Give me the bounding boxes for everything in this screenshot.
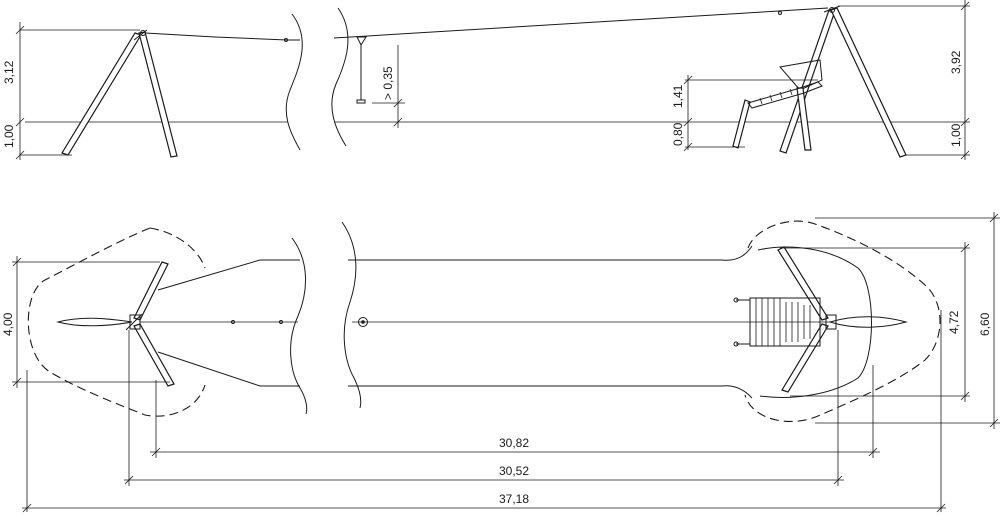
break-mark-plan-a [290, 237, 308, 415]
length-1-label: 30,82 [499, 436, 529, 450]
length-total-label: 37,18 [499, 492, 529, 506]
seat-height-label: 1,41 [671, 84, 685, 108]
safety-zone-right [744, 220, 941, 423]
run-corridor [157, 245, 872, 399]
length-dimensions: 30,82 30,52 37,18 [22, 310, 946, 513]
boarding-seat-plan [733, 297, 821, 347]
break-mark-side-a [285, 13, 303, 151]
clearance-dimension: > 0,35 [372, 45, 405, 128]
left-start-frame [61, 29, 178, 158]
left-frame-plan [56, 261, 175, 387]
seat-height-dimensions: 1,41 0,80 [671, 75, 818, 152]
width-left-label: 4,00 [1, 312, 15, 336]
cable-right [333, 7, 829, 39]
right-height-label: 3,92 [949, 50, 963, 74]
break-mark-side-b [331, 7, 349, 147]
plan-view: 4,00 4,72 6,60 [1, 212, 1000, 513]
right-end-frame [779, 5, 907, 158]
cable-left [144, 32, 300, 41]
hanger-trolley [356, 36, 367, 104]
right-height-dimensions: 3,92 1,00 [838, 0, 970, 160]
seat-base-label: 0,80 [671, 122, 685, 146]
clearance-label: > 0,35 [381, 66, 395, 100]
left-height-dimensions: 3,12 1,00 [2, 22, 140, 160]
trolley-plan-marker [358, 317, 368, 327]
right-base-label: 1,00 [949, 123, 963, 147]
right-frame-plan [777, 246, 908, 393]
width-dimension-left: 4,00 [1, 256, 170, 388]
left-height-label: 3,12 [2, 60, 16, 84]
length-2-label: 30,52 [499, 464, 529, 478]
left-base-label: 1,00 [2, 124, 16, 148]
side-view: > 0,35 3,12 1,00 [2, 0, 970, 160]
width-dimensions-right: 4,72 6,60 [780, 212, 1000, 429]
width-right-inner-label: 4,72 [947, 310, 961, 334]
width-right-outer-label: 6,60 [978, 312, 992, 336]
boarding-seat [732, 59, 823, 151]
break-mark-plan-b [341, 221, 362, 409]
